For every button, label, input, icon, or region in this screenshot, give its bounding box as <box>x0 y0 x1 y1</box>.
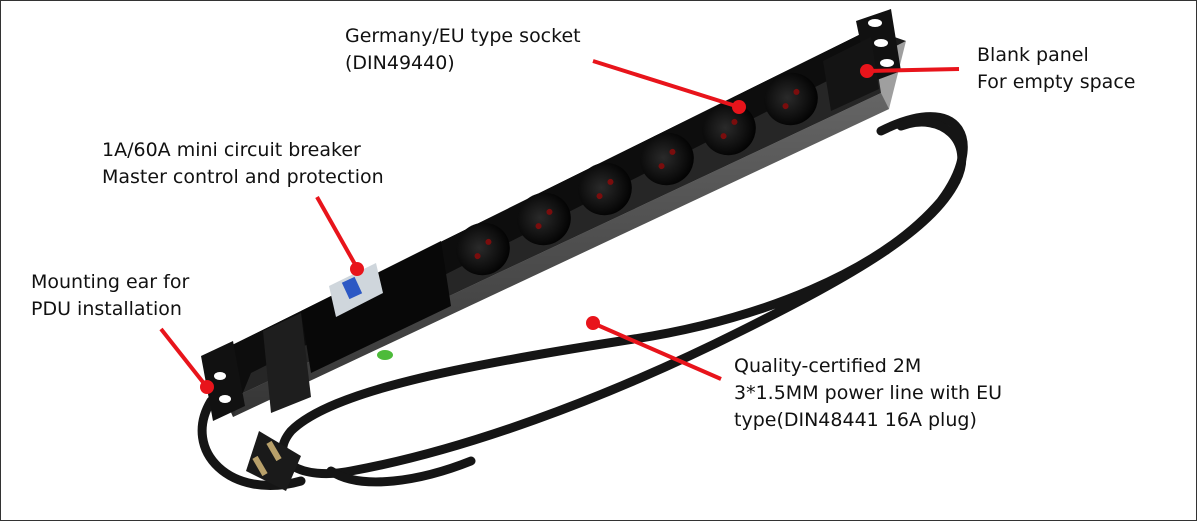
pointer-socket-dot <box>732 100 746 114</box>
pointer-socket <box>592 59 740 109</box>
pointer-breaker-dot <box>350 262 364 276</box>
pointer-breaker <box>315 196 358 267</box>
label-blank-panel: Blank panel For empty space <box>977 44 1136 93</box>
blank-panel <box>823 37 879 111</box>
pointer-cable <box>594 322 722 381</box>
pointer-blank <box>868 67 960 73</box>
pointer-ear-dot <box>200 380 214 394</box>
pointer-blank-dot <box>860 64 874 78</box>
label-power-cable: Quality-certified 2M 3*1.5MM power line … <box>734 355 1002 431</box>
power-indicator <box>377 350 393 360</box>
label-breaker: 1A/60A mini circuit breaker Master contr… <box>102 139 384 188</box>
pointer-ear <box>159 327 208 388</box>
pointer-cable-dot <box>586 316 600 330</box>
annotation-pointers <box>159 59 960 394</box>
plug-icon <box>246 431 301 491</box>
socket-row <box>456 37 879 276</box>
label-mounting-ear: Mounting ear for PDU installation <box>31 271 190 320</box>
label-socket: Germany/EU type socket (DIN49440) <box>345 25 581 74</box>
